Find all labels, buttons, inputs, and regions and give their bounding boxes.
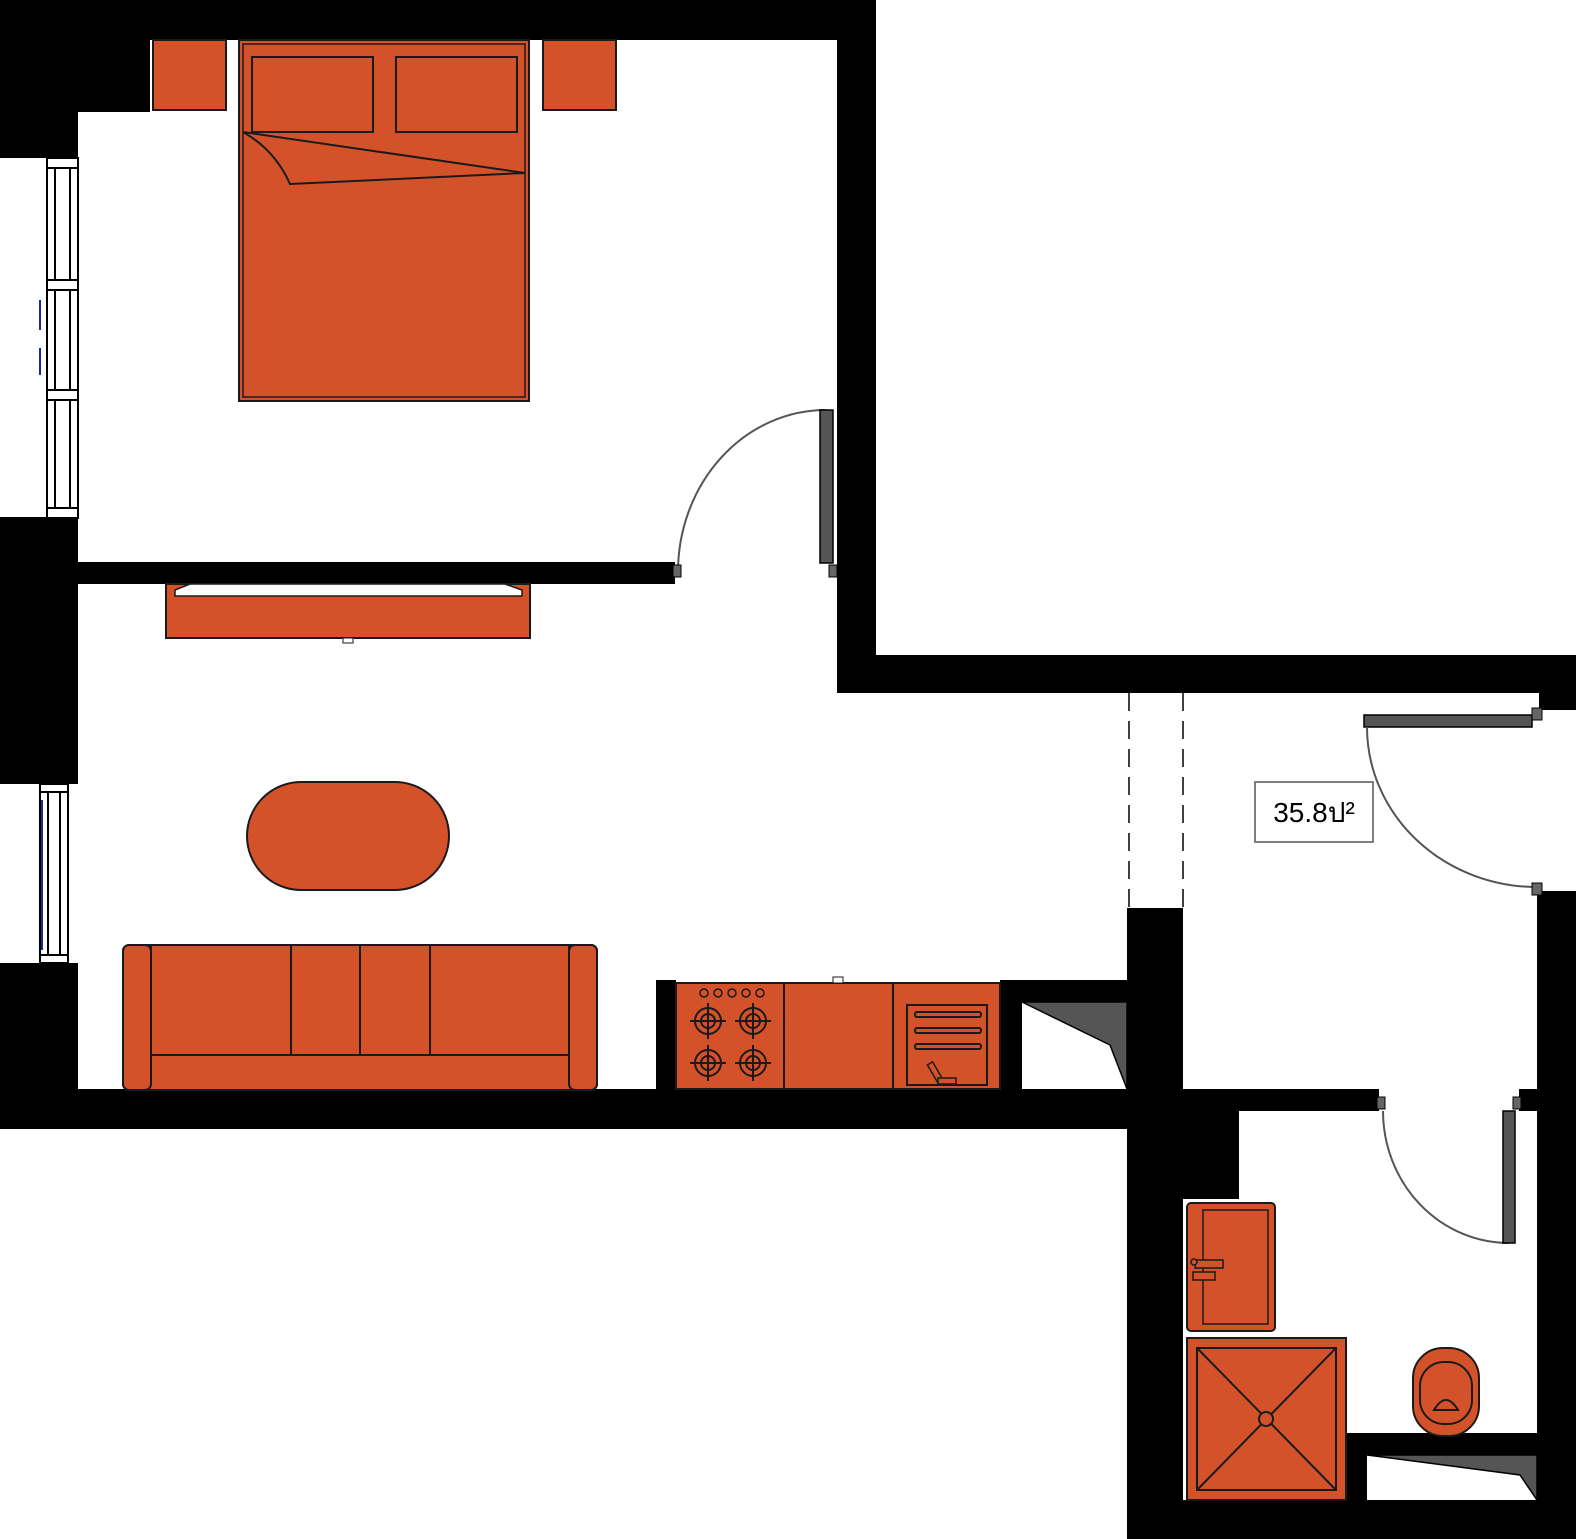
wall-bath-bottom [1127, 1500, 1576, 1539]
wall-living-bottom [0, 1089, 1130, 1129]
wall-bath-top [1183, 1089, 1379, 1111]
wall-top-bedroom [150, 0, 876, 40]
wardrobe [165, 583, 531, 644]
pillow-left [251, 56, 374, 133]
wall-left-upper [0, 0, 78, 158]
sink-cabinet [892, 982, 1001, 1090]
drain-icon [1258, 1411, 1274, 1427]
door-swing-icon [672, 409, 838, 578]
wall-right-top-stub [1539, 655, 1576, 710]
wall-bath-top-right [1519, 1089, 1539, 1111]
wall-bath-closet-top [1345, 1433, 1537, 1455]
toilet [1412, 1347, 1480, 1437]
area-label: 35.8ป² [1273, 797, 1355, 828]
wall-right-lower [1537, 891, 1576, 1539]
bathroom-sink [1186, 1202, 1276, 1332]
door-swing-icon-entry [1363, 707, 1543, 896]
kitchen-cabinet [783, 976, 894, 1090]
kitchen-niche-diagonal [1021, 1001, 1128, 1090]
pillow-right [395, 56, 518, 133]
wall-bedroom-right [837, 0, 876, 693]
wall-kitchen-left-stub [656, 980, 676, 1089]
stove-burner-icon [690, 1003, 771, 1081]
blanket-fold [242, 131, 526, 186]
shower-tray [1186, 1337, 1347, 1501]
faucet-icon [1190, 1258, 1224, 1281]
area-label-box: 35.8ป² [1254, 781, 1374, 843]
wall-kitchen-niche-side [1000, 980, 1022, 1089]
double-bed [238, 39, 530, 402]
wall-left-middle [0, 517, 78, 784]
stove [675, 982, 785, 1090]
window-icon-lower [39, 783, 69, 964]
wall-central-pillar [1127, 908, 1183, 1539]
bath-closet-diagonal [1366, 1454, 1538, 1503]
opening-dashed [1128, 693, 1184, 908]
door-swing-icon-bath [1376, 1096, 1522, 1244]
wall-hall-top [837, 655, 1539, 693]
ottoman [246, 781, 450, 891]
sofa [122, 944, 598, 1091]
nightstand-left [152, 39, 227, 111]
window-icon [39, 157, 79, 519]
faucet-icon [926, 1060, 957, 1085]
wall-kitchen-niche [1000, 980, 1130, 1002]
wall-bedroom-divider [78, 562, 675, 584]
nightstand-right [542, 39, 617, 111]
